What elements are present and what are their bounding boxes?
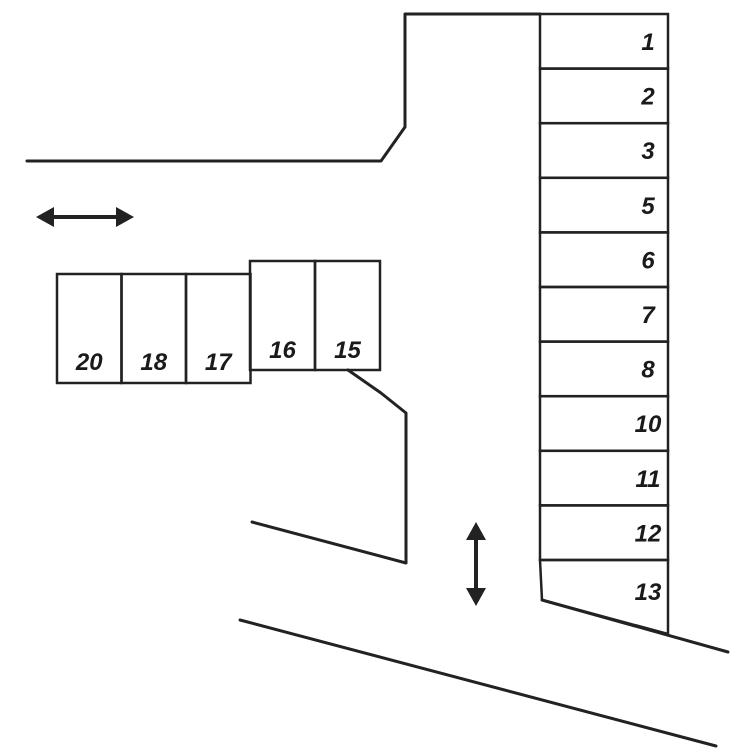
parking-space-outline xyxy=(313,259,382,372)
vertical-two-way-arrow-icon xyxy=(466,522,486,606)
horizontal-two-way-arrow-icon xyxy=(36,207,134,227)
parking-space-number: 5 xyxy=(641,193,655,220)
bottom-road-edge xyxy=(238,618,718,748)
parking-space-2: 2 xyxy=(538,67,670,125)
parking-space-12: 12 xyxy=(538,504,670,562)
parking-space-7: 7 xyxy=(538,285,670,343)
parking-space-18: 18 xyxy=(120,272,188,385)
parking-space-5: 5 xyxy=(538,176,670,234)
parking-space-number: 3 xyxy=(641,138,655,165)
parking-space-outline xyxy=(538,558,670,636)
parking-space-number: 15 xyxy=(334,337,361,364)
parking-space-3: 3 xyxy=(538,121,670,180)
parking-space-number: 8 xyxy=(641,357,655,384)
parking-space-number: 6 xyxy=(641,247,655,274)
parking-space-20: 20 xyxy=(55,272,123,385)
parking-space-11: 11 xyxy=(538,449,670,507)
parking-space-16: 16 xyxy=(248,259,317,372)
parking-space-10: 10 xyxy=(538,394,670,453)
top-boundary-wall xyxy=(25,12,542,163)
parking-space-number: 20 xyxy=(75,349,103,376)
parking-space-6: 6 xyxy=(538,231,670,289)
left-island-lower-edge xyxy=(250,368,408,565)
left-lower-stall-row: 20 18 17 xyxy=(55,272,252,385)
parking-space-number: 13 xyxy=(635,579,662,606)
parking-space-number: 11 xyxy=(636,466,661,493)
parking-space-13: 13 xyxy=(538,558,670,636)
parking-space-number: 16 xyxy=(269,337,296,364)
parking-space-number: 10 xyxy=(635,411,662,438)
parking-space-15: 15 xyxy=(313,259,382,372)
parking-space-number: 17 xyxy=(205,349,233,376)
parking-space-1: 1 xyxy=(538,12,670,70)
parking-space-number: 1 xyxy=(641,29,654,56)
parking-space-8: 8 xyxy=(538,340,670,398)
parking-space-number: 12 xyxy=(635,520,662,547)
parking-space-17: 17 xyxy=(184,272,252,385)
parking-space-number: 18 xyxy=(140,349,167,376)
parking-space-number: 7 xyxy=(641,302,656,329)
parking-space-number: 2 xyxy=(640,84,655,111)
